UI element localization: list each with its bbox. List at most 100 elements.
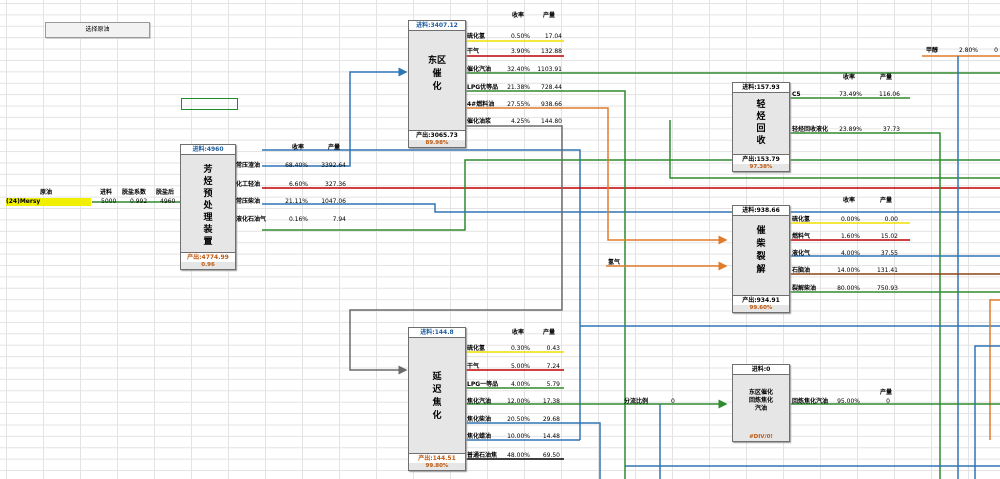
output-header: 产量 bbox=[880, 389, 893, 396]
unit-name: 烃 bbox=[203, 177, 213, 187]
product-yield[interactable]: 6.60% bbox=[288, 181, 308, 188]
product-qty: 132.88 bbox=[541, 48, 562, 55]
product-yield[interactable]: 32.40% bbox=[507, 66, 530, 73]
unit-name: 处 bbox=[203, 201, 213, 211]
product-yield[interactable]: 0.00% bbox=[840, 216, 860, 223]
unit-ratio: 99.60% bbox=[733, 305, 789, 312]
product-qty: 5.79 bbox=[546, 381, 560, 388]
output-header: 产量 bbox=[543, 329, 556, 336]
product-yield[interactable]: 1.60% bbox=[840, 233, 860, 240]
unit-name: 催 bbox=[756, 226, 766, 236]
product-name: C5 bbox=[792, 91, 801, 98]
unit-delayed-coker[interactable]: 进料:144.8 延 迟 焦 化 产出:144.51 99.80% bbox=[408, 327, 466, 471]
product-qty: 131.41 bbox=[877, 267, 898, 274]
product-yield[interactable]: 48.00% bbox=[507, 452, 530, 459]
product-yield[interactable]: 80.00% bbox=[837, 285, 860, 292]
product-name: 液化气 bbox=[792, 250, 811, 257]
unit-name: 回炼焦化 bbox=[748, 397, 773, 404]
unit-diesel-cracking[interactable]: 进料:938.66 催 柴 裂 解 产出:934.91 99.60% bbox=[732, 205, 790, 313]
unit-fcc-recycle-coker-gasoline[interactable]: 进料:0 东区催化 回炼焦化 汽油 #DIV/0! bbox=[732, 364, 790, 442]
output-header: 产量 bbox=[880, 74, 893, 81]
product-qty: 0 bbox=[886, 398, 890, 405]
unit-name: 焦 bbox=[432, 398, 442, 408]
desalt-coef-value[interactable]: 0.992 bbox=[130, 198, 148, 205]
product-yield[interactable]: 23.89% bbox=[839, 126, 862, 133]
product-name: 液化石油气 bbox=[236, 216, 267, 223]
unit-ratio: 97.38% bbox=[733, 164, 789, 171]
product-yield[interactable]: 20.50% bbox=[507, 416, 530, 423]
product-yield[interactable]: 73.49% bbox=[839, 91, 862, 98]
product-yield[interactable]: 14.00% bbox=[837, 267, 860, 274]
product-qty: 0.43 bbox=[546, 345, 560, 352]
product-qty: 14.48 bbox=[542, 433, 560, 440]
unit-name: 置 bbox=[203, 237, 213, 247]
product-yield[interactable]: 68.40% bbox=[285, 162, 308, 169]
unit-output-label: 产出:3065.73 bbox=[409, 130, 465, 140]
unit-ratio: 0.96 bbox=[181, 262, 235, 269]
product-qty: 1047.06 bbox=[321, 198, 346, 205]
feed-header: 进料 bbox=[100, 189, 113, 196]
select-crude-button[interactable]: 选择原油 bbox=[45, 22, 150, 38]
product-name: 石脑油 bbox=[792, 267, 811, 274]
product-name: 硫化氢 bbox=[467, 345, 486, 352]
product-name: 化工轻油 bbox=[236, 181, 261, 188]
product-yield[interactable]: 10.00% bbox=[507, 433, 530, 440]
unit-output-label: 产出:4774.99 bbox=[181, 252, 235, 262]
unit-name: 收 bbox=[756, 136, 766, 146]
unit-feed-label: 进料:157.93 bbox=[733, 83, 789, 93]
product-qty: 17.04 bbox=[544, 33, 562, 40]
after-desalt-header: 脱盐后 bbox=[156, 189, 175, 196]
unit-name: 装 bbox=[203, 225, 213, 235]
product-yield[interactable]: 4.00% bbox=[840, 250, 860, 257]
after-desalt-value[interactable]: 4960 bbox=[160, 198, 176, 205]
product-yield[interactable]: 12.00% bbox=[507, 398, 530, 405]
unit-fcc-east[interactable]: 进料:3407.12 东区 催 化 产出:3065.73 89.98% bbox=[408, 20, 466, 148]
unit-name: 回 bbox=[756, 124, 766, 134]
product-yield[interactable]: 4.00% bbox=[510, 381, 530, 388]
product-yield[interactable]: 27.55% bbox=[507, 101, 530, 108]
product-yield[interactable]: 0.16% bbox=[288, 216, 308, 223]
residue-to-fcc bbox=[262, 67, 408, 167]
yield-header: 收率 bbox=[512, 12, 525, 19]
unit-aromatics-pretreatment[interactable]: 进料:4960 芳 烃 预 处 理 装 置 产出:4774.99 0.96 bbox=[180, 144, 236, 270]
unit-name: 理 bbox=[203, 213, 213, 223]
unit-name: 化 bbox=[432, 411, 442, 421]
product-yield[interactable]: 21.38% bbox=[507, 84, 530, 91]
product-yield[interactable]: 4.25% bbox=[510, 118, 530, 125]
methanol-qty: 0 bbox=[994, 47, 998, 54]
unit-name: 催 bbox=[432, 69, 442, 79]
selected-cell[interactable] bbox=[181, 98, 238, 110]
product-yield[interactable]: 21.11% bbox=[285, 198, 308, 205]
unit-ratio: 99.80% bbox=[409, 463, 465, 470]
unit-feed-label: 进料:4960 bbox=[181, 145, 235, 155]
product-name: 焦化汽油 bbox=[467, 398, 492, 405]
product-qty: 116.06 bbox=[879, 91, 900, 98]
product-name: 普通石油焦 bbox=[467, 452, 498, 459]
product-yield[interactable]: 3.90% bbox=[510, 48, 530, 55]
fcc-lpg-line bbox=[466, 90, 626, 479]
crude-name-cell[interactable] bbox=[6, 198, 91, 206]
output-header: 产量 bbox=[328, 144, 341, 151]
product-yield[interactable]: 0.30% bbox=[510, 345, 530, 352]
unit-feed-label: 进料:144.8 bbox=[409, 328, 465, 338]
crude-label: 原油 bbox=[40, 189, 53, 196]
product-yield[interactable]: 5.00% bbox=[510, 363, 530, 370]
split-ratio-value[interactable]: 0 bbox=[671, 398, 675, 405]
unit-light-hydrocarbon-recovery[interactable]: 进料:157.93 轻 烃 回 收 产出:153.79 97.38% bbox=[732, 82, 790, 172]
unit-feed-label: 进料:0 bbox=[733, 365, 789, 375]
unit-name: 东区催化 bbox=[748, 389, 773, 396]
product-yield[interactable]: 95.00% bbox=[837, 398, 860, 405]
product-name: 硫化氢 bbox=[792, 216, 811, 223]
product-name: 干气 bbox=[467, 363, 480, 370]
yield-header: 收率 bbox=[843, 74, 856, 81]
product-qty: 144.80 bbox=[541, 118, 562, 125]
product-yield[interactable]: 0.50% bbox=[510, 33, 530, 40]
methanol-yield[interactable]: 2.80% bbox=[958, 47, 978, 54]
product-qty: 7.24 bbox=[546, 363, 560, 370]
product-name: 常压渣油 bbox=[236, 162, 261, 169]
product-name: 焦化蜡油 bbox=[467, 433, 492, 440]
output-header: 产量 bbox=[880, 197, 893, 204]
feed-value[interactable]: 5000 bbox=[101, 198, 117, 205]
unit-name: 解 bbox=[756, 265, 766, 275]
